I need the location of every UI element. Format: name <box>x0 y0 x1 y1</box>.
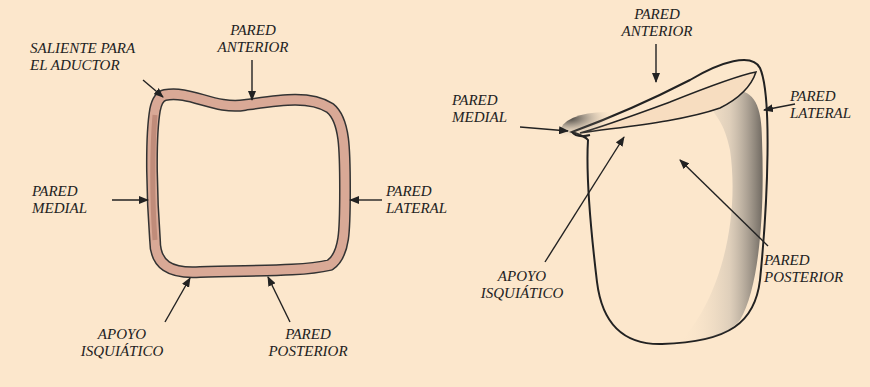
part-label: PARED POSTERIOR <box>764 252 864 286</box>
part-label: APOYO ISQUIÁTICO <box>72 326 172 360</box>
part-label: PARED ANTERIOR <box>212 22 294 56</box>
part-label: APOYO ISQUIÁTICO <box>472 268 572 302</box>
socket-section <box>152 94 345 272</box>
part-label: PARED POSTERIOR <box>258 326 358 360</box>
part-label: PARED ANTERIOR <box>616 6 698 40</box>
part-label: PARED MEDIAL <box>32 183 112 217</box>
part-label: SALIENTE PARA EL ADUCTOR <box>30 40 155 74</box>
part-label: PARED LATERAL <box>790 88 866 122</box>
part-label: PARED LATERAL <box>386 183 466 217</box>
socket-3d <box>560 60 768 344</box>
leader-lines <box>112 44 795 322</box>
part-label: PARED MEDIAL <box>452 92 532 126</box>
